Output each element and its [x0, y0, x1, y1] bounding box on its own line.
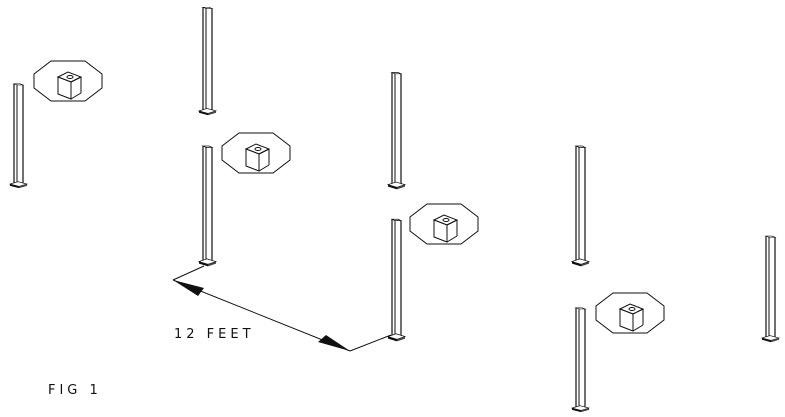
figure-caption: FIG 1	[48, 383, 102, 398]
dimension-label: 12 FEET	[174, 327, 255, 342]
post-5	[387, 218, 406, 342]
post-2	[198, 6, 217, 116]
post-6	[571, 145, 590, 267]
dimension-line	[172, 265, 392, 352]
post-4	[387, 71, 406, 190]
post-8	[761, 235, 780, 343]
bracket-detail-callout-1	[33, 60, 103, 102]
post-3	[198, 145, 217, 267]
dimension-arrowhead-right	[318, 335, 350, 351]
post-7	[571, 307, 590, 413]
bracket-detail-callout-4	[595, 292, 665, 334]
bracket-detail-callout-2	[221, 132, 291, 174]
post-1	[9, 83, 28, 189]
bracket-detail-callout-3	[409, 203, 479, 245]
dimension-arrowhead-left	[173, 280, 204, 296]
